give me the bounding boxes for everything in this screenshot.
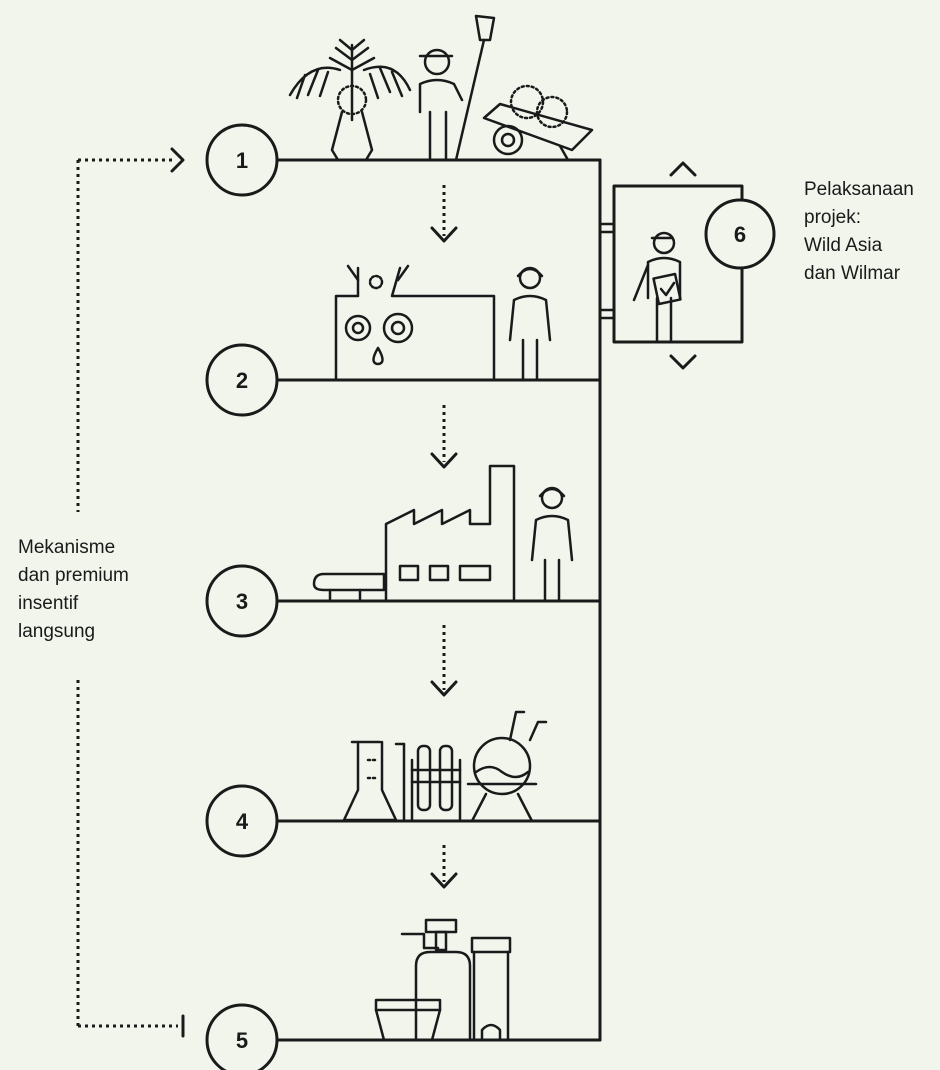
step-number-4: 4 <box>236 809 249 834</box>
incentive-feedback-loop <box>76 147 185 1038</box>
implementation-label-line-2: projek: <box>804 207 862 228</box>
flow-arrow-2-3 <box>430 405 458 469</box>
laboratory-icon <box>342 710 548 823</box>
step-number-3: 3 <box>236 589 248 614</box>
refinery-factory-icon <box>312 464 574 603</box>
incentive-mechanism-label: Mekanisme dan premium insentif langsung <box>18 534 129 646</box>
implementation-label-line-1: Pelaksanaan <box>804 179 914 200</box>
mill-icon <box>334 264 552 382</box>
step-circle-3: 3 <box>205 564 279 638</box>
step-circle-6: 6 <box>704 198 776 270</box>
step-circle-1: 1 <box>205 123 279 197</box>
flow-arrow-1-2 <box>430 185 458 243</box>
flow-arrow-3-4 <box>430 625 458 697</box>
plantation-icon <box>288 14 594 162</box>
incentive-label-line-1: Mekanisme <box>18 537 116 558</box>
consumer-products-icon <box>374 918 512 1042</box>
step-number-6: 6 <box>734 222 746 247</box>
step-circle-2: 2 <box>205 343 279 417</box>
auditor-icon <box>632 231 682 344</box>
incentive-label-line-2: dan premium <box>18 565 129 586</box>
implementation-label-line-3: Wild Asia <box>804 235 883 256</box>
step-number-5: 5 <box>236 1028 248 1053</box>
step-number-1: 1 <box>236 148 248 173</box>
implementation-label-line-4: dan Wilmar <box>804 263 901 284</box>
flow-arrow-4-5 <box>430 845 458 889</box>
implementation-label: Pelaksanaan projek: Wild Asia dan Wilmar <box>804 176 914 288</box>
incentive-label-line-4: langsung <box>18 621 96 642</box>
incentive-label-line-3: insentif <box>18 593 79 614</box>
step-number-2: 2 <box>236 368 248 393</box>
step-circle-4: 4 <box>205 784 279 858</box>
step-circle-5: 5 <box>205 1003 279 1070</box>
implementation-box <box>598 161 744 370</box>
